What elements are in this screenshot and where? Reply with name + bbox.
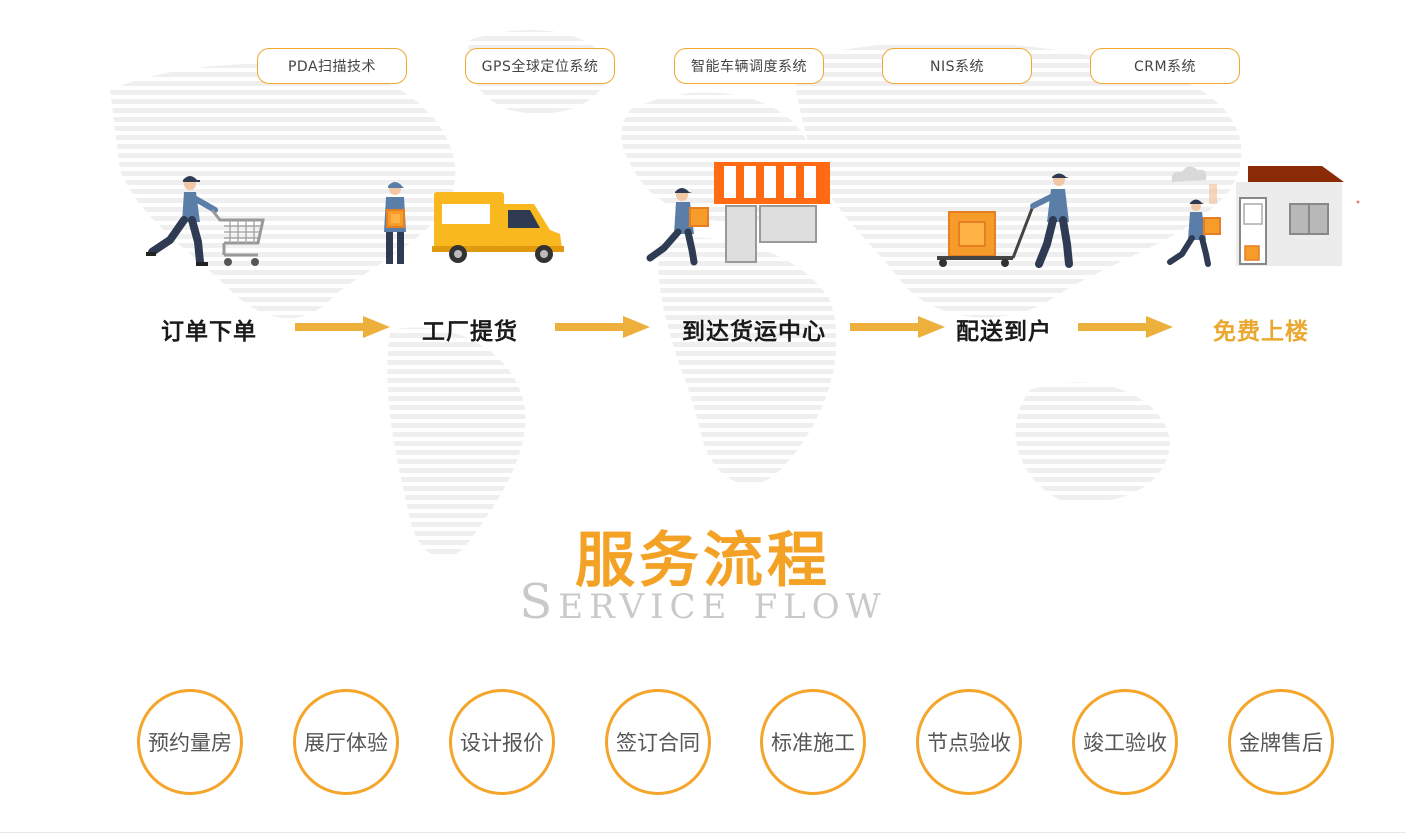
hand-trolley-illustration: [937, 173, 1073, 268]
freight-center-illustration: [646, 162, 830, 266]
flow-arrow-3: [850, 316, 945, 338]
step-order: 订单下单: [161, 319, 257, 345]
process-step-showroom: 展厅体验: [293, 689, 399, 795]
step-freight-center: 到达货运中心: [682, 319, 826, 345]
step-free-upstairs: 免费上楼: [1213, 319, 1309, 345]
step-delivery: 配送到户: [956, 319, 1052, 345]
tech-tag-crm: CRM系统: [1090, 48, 1240, 84]
section-title: 服务流程: [575, 526, 831, 596]
truck-pickup-illustration: [384, 182, 564, 264]
process-step-node-inspection: 节点验收: [916, 689, 1022, 795]
process-step-measure: 预约量房: [137, 689, 243, 795]
shopping-cart-worker-illustration: [146, 176, 265, 266]
step-factory-pickup: 工厂提货: [422, 319, 518, 345]
process-step-after-sales: 金牌售后: [1228, 689, 1334, 795]
section-subtitle: Service flow: [519, 574, 887, 630]
process-step-design-quote: 设计报价: [449, 689, 555, 795]
flow-arrow-2: [555, 316, 650, 338]
process-step-construction: 标准施工: [760, 689, 866, 795]
tech-tag-pda: PDA扫描技术: [257, 48, 407, 84]
bottom-divider: [0, 832, 1406, 833]
process-step-completion-inspection: 竣工验收: [1072, 689, 1178, 795]
flow-arrow-4: [1078, 316, 1173, 338]
process-step-contract: 签订合同: [605, 689, 711, 795]
upstairs-delivery-illustration: [1167, 166, 1360, 267]
flow-arrow-1: [295, 316, 390, 338]
tech-tag-gps: GPS全球定位系统: [465, 48, 615, 84]
tech-tag-nis: NIS系统: [882, 48, 1032, 84]
tech-tag-dispatch: 智能车辆调度系统: [674, 48, 824, 84]
